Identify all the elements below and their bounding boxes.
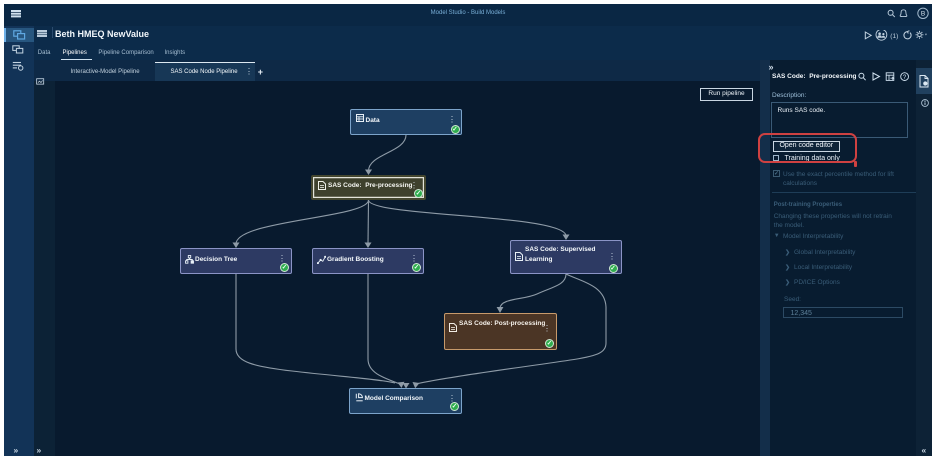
svg-text:?: ? — [903, 75, 907, 81]
svg-text:(1): (1) — [890, 33, 898, 40]
svg-text:B: B — [921, 11, 925, 18]
